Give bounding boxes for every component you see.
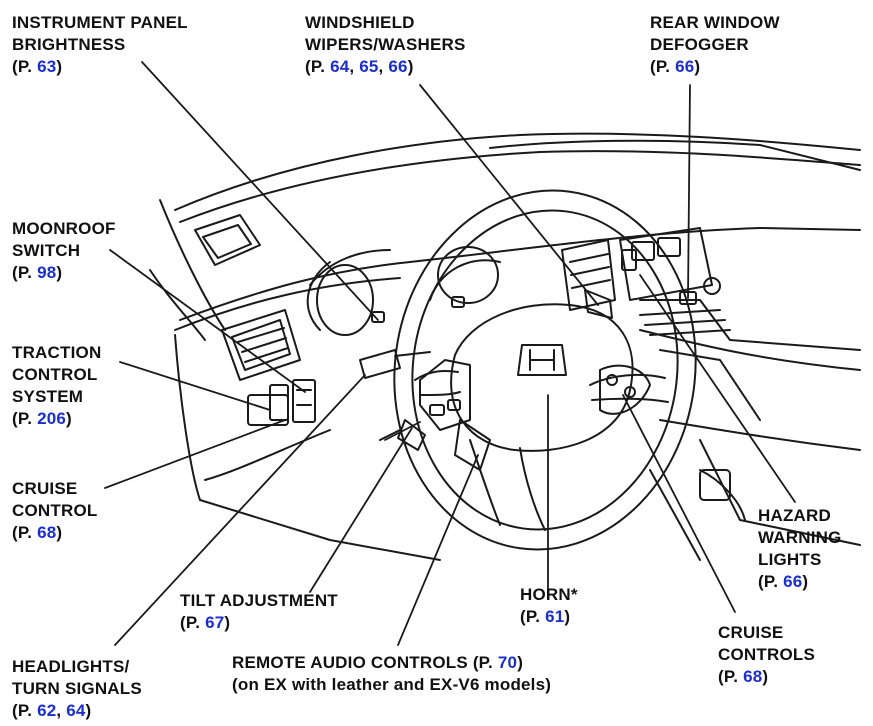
label-line: DEFOGGER [650, 35, 749, 54]
label-line: WINDSHIELD [305, 13, 415, 32]
label-line: CRUISE [718, 623, 784, 642]
page-link[interactable]: 61 [545, 607, 565, 626]
page-link[interactable]: 64 [330, 57, 350, 76]
page-separator: , [349, 57, 360, 76]
honda-logo [517, 344, 567, 376]
page-prefix: (P. [12, 523, 38, 542]
page-suffix: ) [224, 613, 231, 632]
page-link[interactable]: 66 [388, 57, 408, 76]
page-prefix: (P. [758, 572, 784, 591]
page-reference: (P. 66) [758, 571, 842, 593]
page-suffix: ) [66, 409, 72, 428]
page-suffix: ) [762, 667, 769, 686]
label-line: BRIGHTNESS [12, 35, 126, 54]
page-link[interactable]: 62 [37, 701, 57, 720]
label-line: HEADLIGHTS/ [12, 657, 130, 676]
label-line: REAR WINDOW [650, 13, 780, 32]
label-line: CRUISE [12, 479, 78, 498]
page-prefix: (P. [305, 57, 331, 76]
page-reference: (P. 206) [12, 408, 101, 430]
page-suffix: ) [802, 572, 809, 591]
page-link[interactable]: 66 [783, 572, 803, 591]
label-line: MOONROOF [12, 219, 116, 238]
page-reference: (P. 64, 65, 66) [305, 56, 466, 78]
callout-moonroof-switch: MOONROOF SWITCH (P. 98) [12, 218, 116, 284]
label-line: HAZARD [758, 506, 831, 525]
page-reference: (P. 68) [12, 522, 97, 544]
page-prefix: (P. [12, 263, 38, 282]
callout-cruise-controls: CRUISE CONTROLS (P. 68) [718, 622, 815, 688]
label-line: TURN SIGNALS [12, 679, 142, 698]
page-reference: (P. 66) [650, 56, 780, 78]
page-suffix: ) [407, 57, 414, 76]
page-reference: (P. 67) [180, 612, 338, 634]
page-link[interactable]: 64 [66, 701, 86, 720]
page-suffix: ) [56, 57, 63, 76]
page-reference: (P. 68) [718, 666, 815, 688]
page-reference: (P. 62, 64) [12, 700, 142, 722]
page-prefix: (P. [12, 409, 38, 428]
leader-lines [104, 61, 796, 646]
page-link[interactable]: 206 [37, 409, 67, 428]
label-line: CONTROL [12, 365, 98, 384]
label-line: WARNING [758, 528, 842, 547]
label-line: SYSTEM [12, 387, 84, 406]
label-line: WIPERS/WASHERS [305, 35, 466, 54]
page-prefix: (P. [718, 667, 744, 686]
callout-remote-audio-controls: REMOTE AUDIO CONTROLS (P. 70) (on EX wit… [232, 652, 551, 696]
page-prefix: (P. [12, 57, 38, 76]
label-line: HORN* [520, 585, 578, 604]
dashboard-outline [149, 132, 861, 561]
label-line: CONTROLS [718, 645, 815, 664]
callout-horn: HORN* (P. 61) [520, 584, 578, 628]
page-link[interactable]: 70 [497, 653, 518, 672]
callout-headlights-turn-signals: HEADLIGHTS/ TURN SIGNALS (P. 62, 64) [12, 656, 142, 722]
page-suffix: ) [564, 607, 571, 626]
page-suffix: ) [694, 57, 701, 76]
steering-wheel [359, 189, 697, 551]
page-reference: (P. 63) [12, 56, 188, 78]
label-line: SWITCH [12, 241, 81, 260]
label-line: TRACTION [12, 343, 102, 362]
page-reference: (P. 61) [520, 606, 578, 628]
callout-rear-window-defogger: REAR WINDOW DEFOGGER (P. 66) [650, 12, 780, 78]
page-link[interactable]: 65 [359, 57, 379, 76]
page-link[interactable]: 63 [37, 57, 57, 76]
page-link[interactable]: 68 [743, 667, 763, 686]
label-line: LIGHTS [758, 550, 822, 569]
page-reference: (P. 98) [12, 262, 116, 284]
page-separator: , [378, 57, 389, 76]
label-line: INSTRUMENT PANEL [12, 13, 188, 32]
label-line: TILT ADJUSTMENT [180, 591, 338, 610]
callout-traction-control-system: TRACTION CONTROL SYSTEM (P. 206) [12, 342, 101, 430]
page-prefix: (P. [180, 613, 206, 632]
callout-instrument-panel-brightness: INSTRUMENT PANEL BRIGHTNESS (P. 63) [12, 12, 188, 78]
page-link[interactable]: 98 [37, 263, 57, 282]
callout-cruise-control: CRUISE CONTROL (P. 68) [12, 478, 97, 544]
label-line: (on EX with leather and EX-V6 models) [232, 675, 552, 694]
page-prefix: (P. [12, 701, 38, 720]
label-line: REMOTE AUDIO CONTROLS (P. 70) [232, 653, 524, 672]
page-link[interactable]: 67 [205, 613, 225, 632]
page-separator: , [56, 701, 67, 720]
callout-hazard-warning-lights: HAZARD WARNING LIGHTS (P. 66) [758, 505, 842, 593]
callout-tilt-adjustment: TILT ADJUSTMENT (P. 67) [180, 590, 338, 634]
page-suffix: ) [56, 263, 63, 282]
page-link[interactable]: 66 [675, 57, 695, 76]
page-prefix: (P. [520, 607, 546, 626]
callout-windshield-wipers-washers: WINDSHIELD WIPERS/WASHERS (P. 64, 65, 66… [305, 12, 466, 78]
page-suffix: ) [56, 523, 63, 542]
page-link[interactable]: 68 [37, 523, 57, 542]
page-prefix: (P. [650, 57, 676, 76]
label-line: CONTROL [12, 501, 98, 520]
page-suffix: ) [85, 701, 92, 720]
